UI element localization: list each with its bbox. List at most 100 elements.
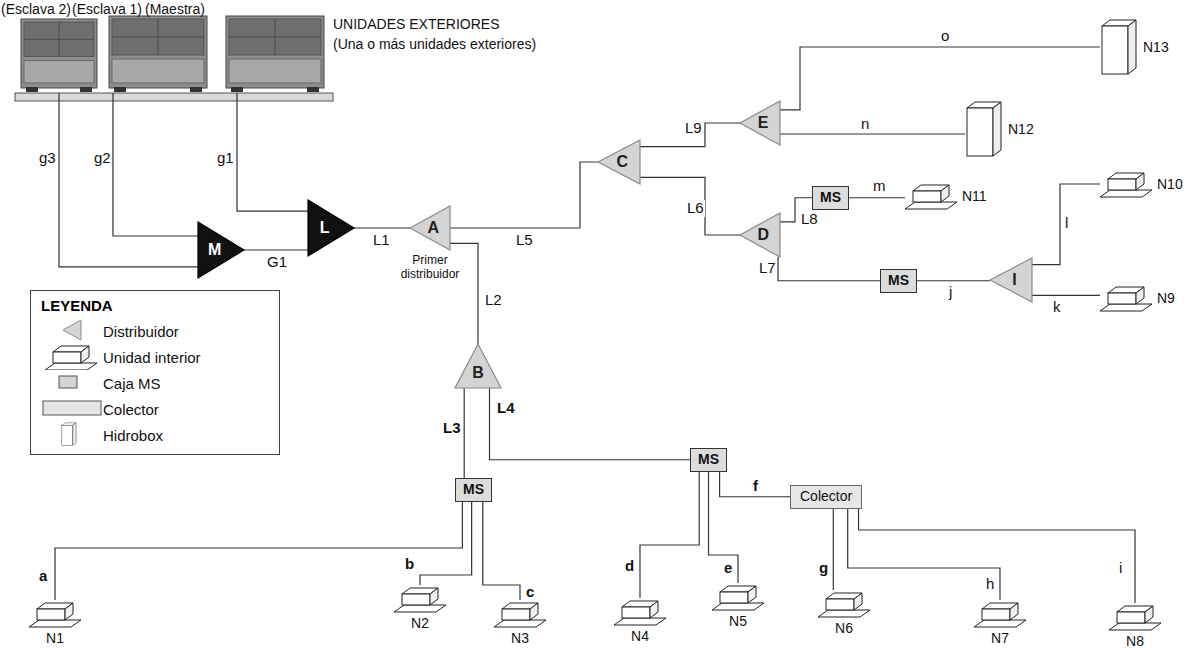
indoor-unit-shape <box>712 583 764 611</box>
node-label: M <box>208 241 221 259</box>
triangle-outline <box>740 101 780 145</box>
pipe-label: g3 <box>38 150 57 167</box>
hydrobox-front <box>62 425 73 445</box>
indoor-unit: N2 <box>394 585 446 613</box>
indoor-unit-shape <box>974 600 1026 628</box>
ms-box: MS <box>880 269 917 293</box>
node-label: N3 <box>511 630 529 646</box>
unit-base <box>45 363 97 370</box>
unit-front <box>502 609 530 620</box>
node-label: MS <box>463 481 484 497</box>
legend-swatch <box>41 318 103 344</box>
legend-swatch <box>41 370 103 396</box>
pipe-label: k <box>1052 299 1062 316</box>
unit-side <box>1145 606 1153 623</box>
hydrobox-side <box>993 102 1001 156</box>
legend-item: Colector <box>41 396 269 422</box>
pipe-label: o <box>940 28 950 45</box>
node-label: MS <box>698 451 719 467</box>
grille-line <box>24 39 94 40</box>
pipe-connector <box>55 502 462 601</box>
distributor-triangle: B <box>455 344 501 388</box>
unit-side <box>65 603 73 620</box>
unit-side <box>748 586 756 603</box>
pipe-label: L7 <box>758 260 777 277</box>
unit-body <box>21 19 97 88</box>
pipe-label: L2 <box>484 292 503 309</box>
unit-side <box>81 346 89 363</box>
node-label: MS <box>888 272 909 288</box>
unit-base <box>1100 304 1152 311</box>
triangle-outline <box>598 140 640 184</box>
node-label: N1 <box>46 630 64 646</box>
distributor-triangle: L <box>308 200 354 256</box>
cassette-icon <box>818 593 870 617</box>
unit-body <box>109 16 207 88</box>
cassette-icon <box>974 603 1026 627</box>
pipe-connector <box>1032 295 1100 296</box>
indoor-unit-shape <box>1100 284 1152 312</box>
unit-foot <box>307 87 319 92</box>
triangle-outline <box>455 344 501 388</box>
unit-front <box>37 609 65 620</box>
unit-foot <box>80 87 92 92</box>
node-label: N5 <box>729 613 747 629</box>
hydrobox-icon <box>1102 20 1136 74</box>
unit-front <box>826 599 854 610</box>
triangle-outline <box>410 206 450 250</box>
unit-grille <box>24 22 94 57</box>
grille-line <box>229 37 321 38</box>
unit-base <box>818 610 870 617</box>
node-caption: Primer distribuidor <box>391 254 469 282</box>
cassette-icon <box>1100 173 1152 197</box>
node-label: C <box>617 153 629 171</box>
pipe-connector <box>244 249 308 250</box>
pipe-connector <box>640 472 699 599</box>
pipe-label: m <box>872 178 887 195</box>
pipe-connector <box>354 227 410 228</box>
distributor-triangle: C <box>598 140 640 184</box>
pipe-label: i <box>1118 560 1123 577</box>
node-label: N8 <box>1126 633 1144 649</box>
node-label: A <box>427 219 439 237</box>
unit-side <box>650 601 658 618</box>
legend-swatch <box>41 344 103 370</box>
unit-base <box>905 202 957 209</box>
unit-base <box>974 620 1026 627</box>
pipe-connector <box>483 502 520 601</box>
unit-side <box>1010 603 1018 620</box>
indoor-unit: N4 <box>614 598 666 626</box>
legend-text: Colector <box>103 401 159 418</box>
pipe-connector <box>450 162 598 228</box>
indoor-unit: N5 <box>712 583 764 611</box>
legend-swatch <box>41 422 103 448</box>
ms-box: MS <box>455 478 492 502</box>
node-label: E <box>758 114 769 132</box>
indoor-unit: N1 <box>29 600 81 628</box>
unit-foot <box>231 87 243 92</box>
ms-box: MS <box>812 186 849 210</box>
hydrobox-side <box>73 423 76 446</box>
unit-foot <box>26 87 38 92</box>
pipe-connector <box>464 388 465 478</box>
unit-side <box>941 185 949 202</box>
node-label: N6 <box>835 620 853 636</box>
pipe-label: L1 <box>372 232 391 249</box>
pipe-label: a <box>38 568 48 585</box>
node-label: N4 <box>631 628 649 644</box>
triangle-outline <box>740 213 780 257</box>
pipe-connector <box>859 509 1135 604</box>
cassette-icon <box>905 185 957 209</box>
distributor-triangle: APrimer distribuidor <box>410 206 450 250</box>
legend-text: Caja MS <box>103 375 161 392</box>
pipe-connector <box>780 133 965 134</box>
unit-front <box>913 191 941 202</box>
hydrobox-unit: N12 <box>965 100 1003 158</box>
pipe-label: g1 <box>216 150 235 167</box>
pipe-label: g <box>818 560 829 577</box>
hydrobox-unit-shape <box>965 100 1003 158</box>
triangle-outline <box>990 258 1032 302</box>
triangle-outline <box>198 222 244 278</box>
pipe-label: L4 <box>496 400 516 417</box>
